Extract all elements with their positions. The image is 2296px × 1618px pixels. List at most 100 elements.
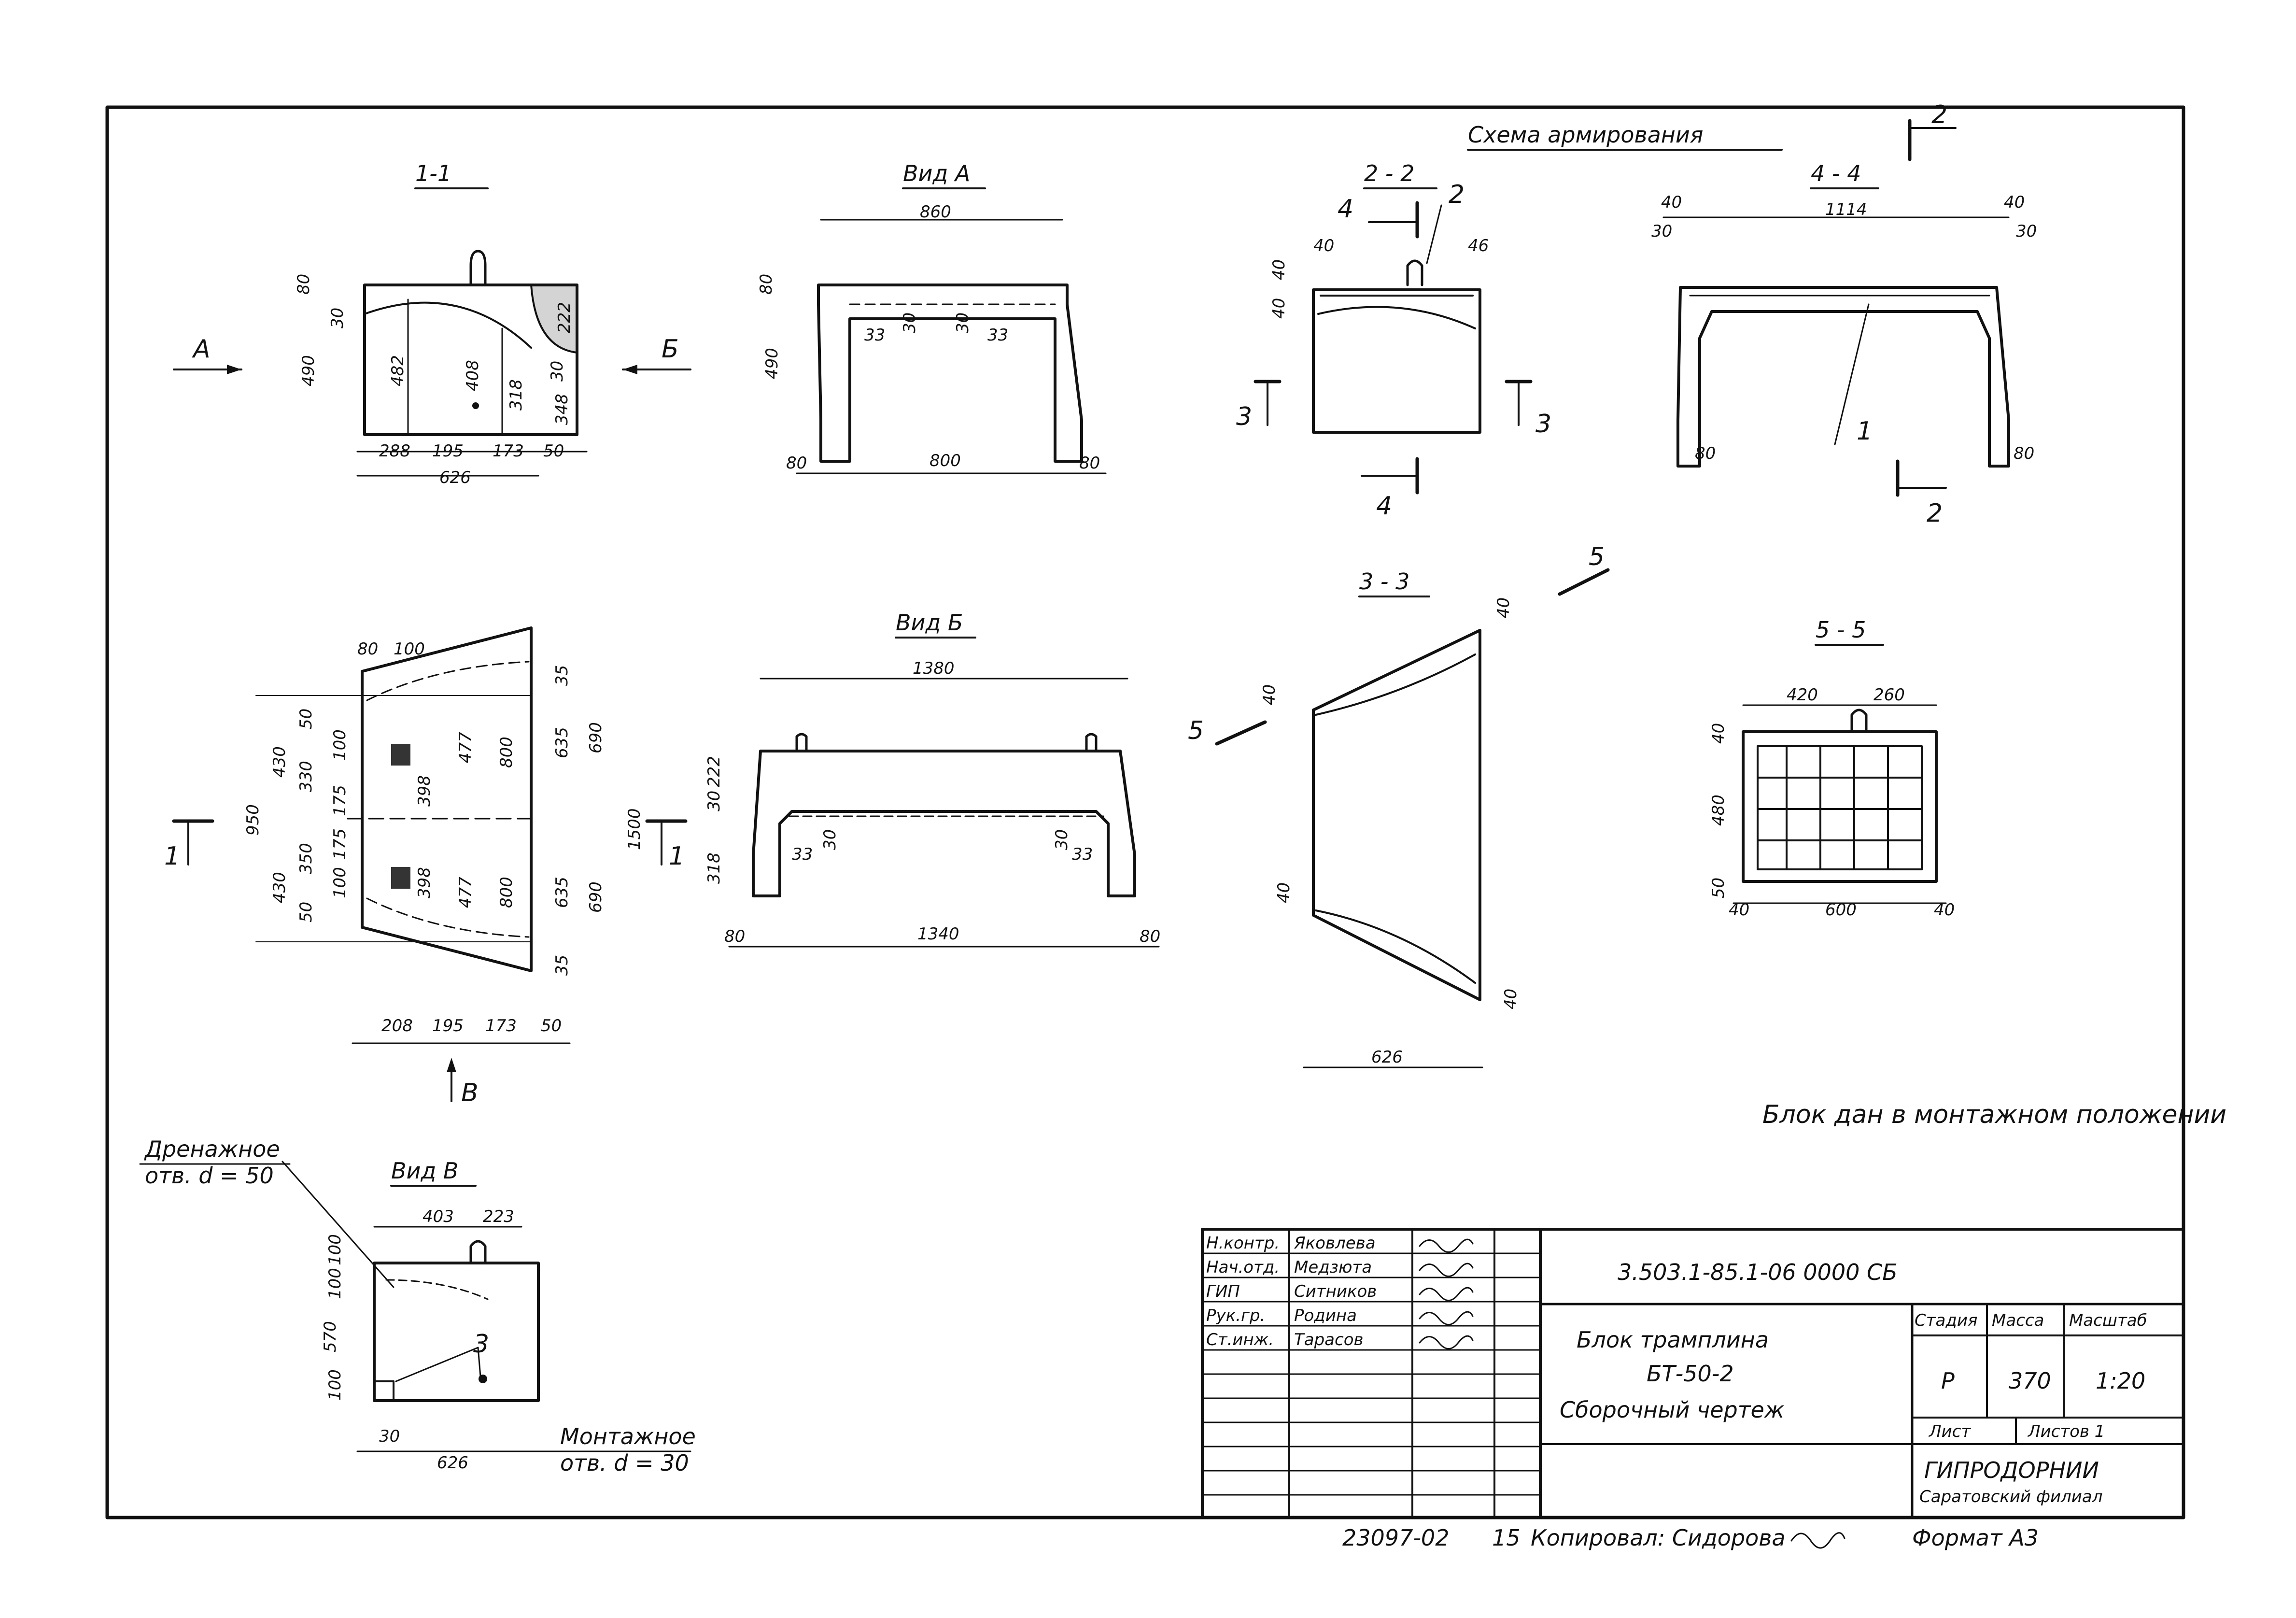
label-marks-n5: 5 <box>1589 542 1605 571</box>
label-dims-d195: 195 <box>432 1016 464 1036</box>
view-vid-v: Вид В Дренажное отв. d = 50 3 403 223 10… <box>139 1136 696 1476</box>
label-notes-drain: Дренажное <box>144 1136 280 1162</box>
label-title_block-org2: Саратовский филиал <box>1919 1487 2102 1506</box>
label-dims-d600: 600 <box>1825 900 1857 920</box>
label-dims-d800: 800 <box>497 737 516 768</box>
label-dims-d33: 33 <box>792 845 813 864</box>
label-dims-d350: 350 <box>296 843 316 874</box>
label-dims-d33: 33 <box>864 326 885 345</box>
label-dims-d223: 223 <box>483 1207 514 1226</box>
label-dims-d40: 40 <box>1274 882 1294 903</box>
label-title_block-names-0: Яковлева <box>1294 1234 1376 1253</box>
footer: 23097-02 15 Копировал: Сидорова Формат А… <box>1342 1525 2039 1551</box>
label-dims-d30: 30 <box>953 312 972 333</box>
label-dims-d626: 626 <box>437 1453 468 1473</box>
label-title_block-roles-4: Ст.инж. <box>1206 1330 1274 1349</box>
label-dims-d318: 318 <box>704 852 724 884</box>
title-block: Н.контр. Нач.отд. ГИП Рук.гр. Ст.инж. Як… <box>1201 1228 2185 1519</box>
label-dims-d195: 195 <box>432 441 464 461</box>
label-dims-d490: 490 <box>762 348 782 379</box>
label-dims-d100: 100 <box>394 639 425 659</box>
label-dims-d40: 40 <box>1269 298 1289 319</box>
view-2-2: 2 - 2 40 40 40 46 4 2 3 3 4 <box>1236 160 1551 521</box>
label-dims-d80: 80 <box>2014 444 2034 463</box>
view-2-2-title: 2 - 2 <box>1364 160 1414 186</box>
label-title_block-sheets_h: Листов 1 <box>2027 1422 2105 1441</box>
label-dims-d222: 222 <box>555 302 574 333</box>
label-dims-d1380: 1380 <box>913 659 955 678</box>
label-dims-d100: 100 <box>330 867 350 898</box>
label-title_block-mass_h: Масса <box>1992 1311 2044 1330</box>
label-footer-inv: 23097-02 <box>1342 1525 1449 1551</box>
view-3-3-title: 3 - 3 <box>1359 568 1409 595</box>
label-notes-drain2: отв. d = 50 <box>145 1163 274 1189</box>
label-dims-d80: 80 <box>786 454 807 473</box>
view-vid-v-title: Вид В <box>391 1158 458 1184</box>
view-5-5-title: 5 - 5 <box>1816 617 1866 643</box>
label-title_block-org1: ГИПРОДОРНИИ <box>1924 1457 2099 1483</box>
label-dims-d40: 40 <box>1934 900 1955 920</box>
label-marks-n5: 5 <box>1188 716 1204 745</box>
label-dims-d50: 50 <box>541 1016 562 1036</box>
label-dims-d800: 800 <box>930 451 961 470</box>
label-dims-d50: 50 <box>543 441 564 461</box>
view-5-5: 5 - 5 420 260 40 480 50 40 600 40 <box>1709 617 1955 920</box>
label-dims-d100: 100 <box>325 1268 345 1299</box>
label-dims-d30: 30 <box>1052 829 1071 850</box>
label-dims-d690: 690 <box>586 881 606 913</box>
label-dims-d33: 33 <box>987 326 1008 345</box>
label-dims-d626: 626 <box>1371 1048 1403 1067</box>
label-dims-d80: 80 <box>757 274 776 295</box>
label-dims-d40: 40 <box>1260 684 1279 705</box>
label-dims-d40: 40 <box>2004 193 2025 212</box>
label-marks-n2: 2 <box>1931 100 1947 129</box>
label-dims-d40: 40 <box>1269 259 1289 280</box>
label-marks-n1: 1 <box>1857 417 1873 446</box>
label-dims-d30: 30 <box>2016 222 2037 241</box>
label-dims-d430: 430 <box>270 872 289 903</box>
label-dims-d50: 50 <box>296 709 316 729</box>
label-dims-d173: 173 <box>493 441 524 461</box>
label-footer-page: 15 <box>1492 1525 1521 1551</box>
label-dims-d490: 490 <box>299 355 318 386</box>
label-dims-d80: 80 <box>724 927 745 946</box>
label-dims-d398: 398 <box>415 867 434 898</box>
label-dims-d30: 30 <box>820 829 840 850</box>
label-dims-d173: 173 <box>485 1016 517 1036</box>
label-marks-n1: 1 <box>669 842 685 871</box>
label-title_block-roles-3: Рук.гр. <box>1206 1306 1265 1325</box>
sheet-frame <box>105 105 2185 1519</box>
view-vid-b-title: Вид Б <box>896 610 963 636</box>
label-dims-d30: 30 <box>379 1427 400 1446</box>
view-1-1: 1-1 490 80 30 482 408 318 222 30 348 288… <box>173 160 691 487</box>
label-dims-d40: 40 <box>1494 597 1513 618</box>
label-footer-format: Формат А3 <box>1912 1525 2039 1551</box>
label-dims-d635: 635 <box>552 727 572 758</box>
label-marks-n3: 3 <box>473 1330 489 1359</box>
label-dims-d80: 80 <box>294 274 313 295</box>
label-marks-n1: 1 <box>164 842 180 871</box>
view-vid-a-title: Вид А <box>903 160 970 186</box>
label-dims-d35: 35 <box>552 955 572 976</box>
label-footer-copied: Копировал: Сидорова <box>1531 1525 1786 1551</box>
view-1-1-title: 1-1 <box>415 160 451 186</box>
label-dims-d40: 40 <box>1501 989 1521 1009</box>
label-dims-d1500: 1500 <box>625 808 644 850</box>
label-marks-n2: 2 <box>1449 180 1465 209</box>
label-dims-d635: 635 <box>552 877 572 908</box>
label-marks-n3: 3 <box>1535 410 1551 439</box>
view-3-3: 3 - 3 626 40 40 40 40 5 5 <box>1188 542 1610 1068</box>
label-dims-d222: 222 <box>704 756 724 787</box>
label-dims-d175: 175 <box>330 785 350 816</box>
label-dims-d626: 626 <box>439 468 471 487</box>
label-dims-d1340: 1340 <box>917 924 959 944</box>
label-dims-d40: 40 <box>1729 900 1749 920</box>
label-dims-d318: 318 <box>507 379 526 411</box>
label-dims-d288: 288 <box>379 441 410 461</box>
label-dims-d175: 175 <box>330 828 350 860</box>
label-dims-d80: 80 <box>1140 927 1160 946</box>
view-4-4: 4 - 4 40 30 1114 40 30 80 80 1 2 <box>1651 160 2037 528</box>
label-notes-mounting_hole2: отв. d = 30 <box>560 1450 689 1476</box>
